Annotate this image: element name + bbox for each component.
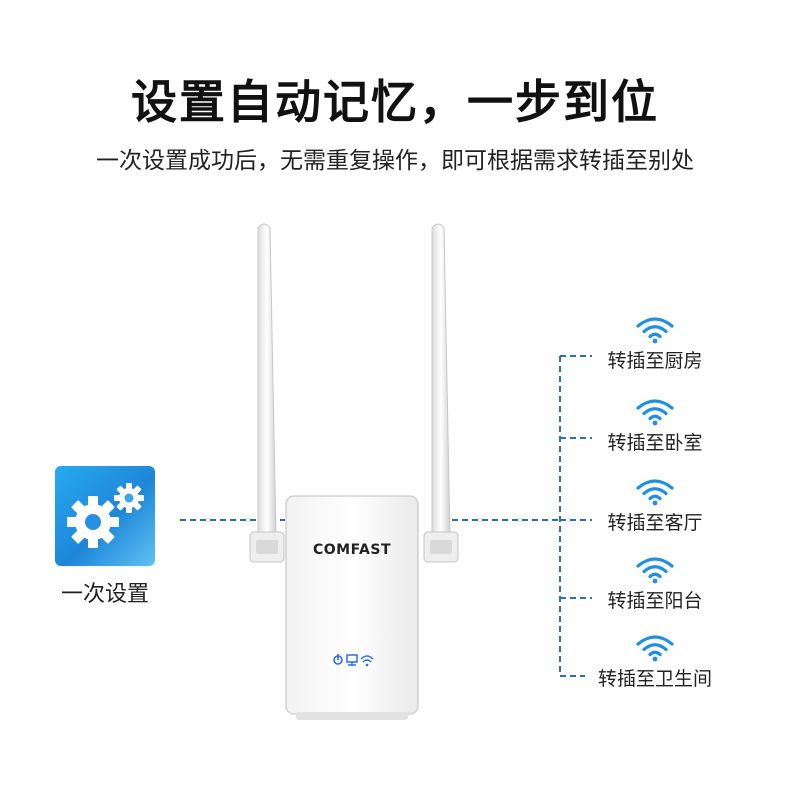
destination-label: 转插至卧室 bbox=[607, 432, 703, 454]
wifi-icon bbox=[636, 317, 674, 344]
page-subtitle: 一次设置成功后，无需重复操作，即可根据需求转插至别处 bbox=[96, 148, 694, 174]
destination-label: 转插至客厅 bbox=[607, 512, 703, 534]
wifi-icon bbox=[636, 399, 674, 426]
destination-living-room: 转插至客厅 bbox=[585, 478, 725, 558]
destination-bedroom: 转插至卧室 bbox=[585, 398, 725, 478]
destination-label: 转插至阳台 bbox=[607, 590, 703, 612]
setup-gear-tile bbox=[55, 466, 155, 566]
destination-bathroom: 转插至卫生间 bbox=[585, 634, 725, 714]
power-icon bbox=[333, 654, 343, 665]
left-antenna bbox=[249, 223, 285, 563]
destination-kitchen: 转插至厨房 bbox=[585, 316, 725, 396]
setup-label: 一次设置 bbox=[60, 582, 149, 607]
wifi-indicator-icon bbox=[360, 655, 374, 667]
lan-icon bbox=[346, 654, 358, 666]
destination-balcony: 转插至阳台 bbox=[585, 556, 725, 636]
wifi-icon bbox=[636, 557, 674, 584]
wifi-icon bbox=[636, 479, 674, 506]
device-brand: COMFAST bbox=[312, 542, 392, 558]
destination-label: 转插至卫生间 bbox=[597, 668, 712, 690]
right-antenna bbox=[423, 223, 459, 563]
page-title: 设置自动记忆，一步到位 bbox=[131, 75, 659, 129]
destination-label: 转插至厨房 bbox=[607, 350, 703, 372]
wifi-icon bbox=[636, 635, 674, 662]
gear-icon bbox=[67, 483, 144, 548]
